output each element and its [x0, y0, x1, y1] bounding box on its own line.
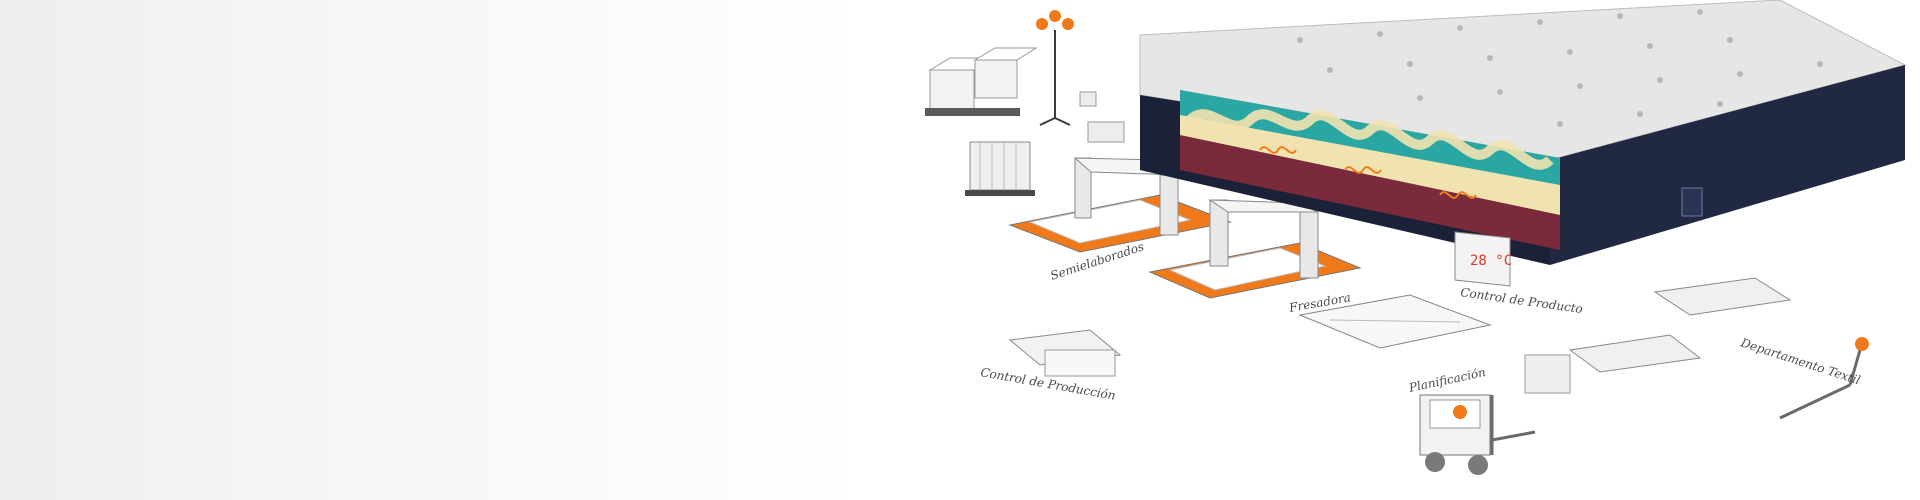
light-stand-icon — [1034, 8, 1076, 126]
temperature-display: 28 °C — [1454, 231, 1512, 287]
label-control-producto: Control de Producto — [1460, 285, 1584, 316]
cutting-machine-2 — [1148, 199, 1362, 299]
cutting-machine-1 — [1008, 157, 1232, 253]
mattress-cutaway-icon — [1139, 0, 1907, 265]
label-departamento-textil: Departamento Textil — [1738, 335, 1862, 387]
pallet-jack-icon — [1779, 337, 1869, 420]
planning-table — [1298, 294, 1492, 349]
production-control-desk — [1008, 329, 1122, 377]
workbench-area — [1524, 277, 1792, 394]
forklift-icon — [1419, 394, 1536, 475]
foam-rolls — [965, 141, 1035, 196]
label-planificacion: Planificación — [1407, 365, 1487, 395]
display-readout: 28 °C — [1470, 253, 1512, 269]
small-boxes — [1079, 91, 1125, 143]
boxes-icon — [925, 47, 1038, 116]
